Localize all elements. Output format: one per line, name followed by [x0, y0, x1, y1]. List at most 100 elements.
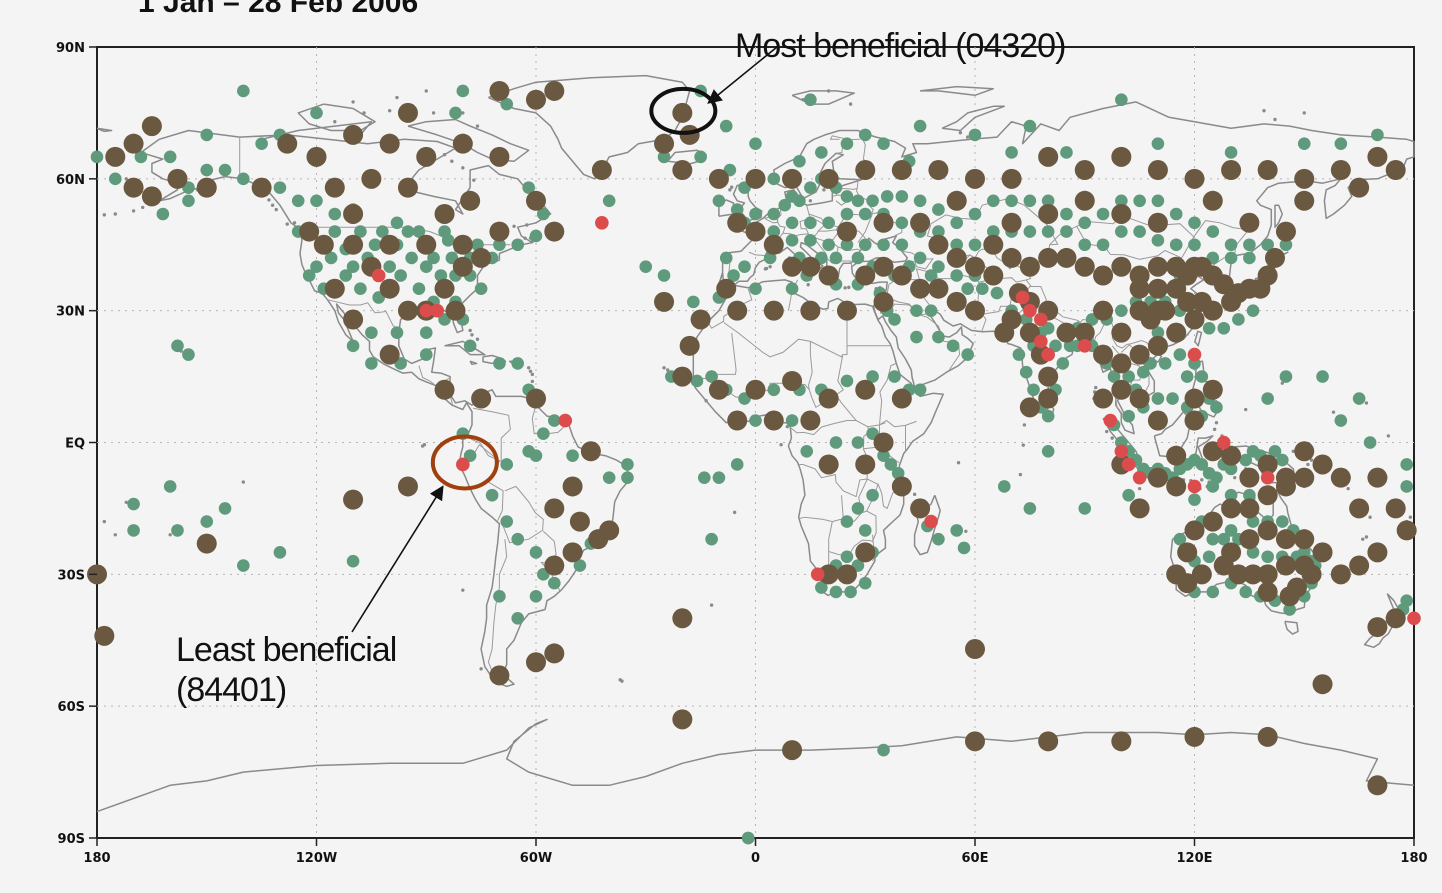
small-station-marker [1246, 515, 1260, 528]
country-border [835, 355, 844, 396]
small-station-marker [1115, 194, 1128, 208]
small-station-marker [1224, 488, 1238, 502]
small-station-marker [1115, 304, 1128, 317]
island-dot [1302, 111, 1306, 115]
large-station-marker [836, 221, 857, 242]
island-dot [1346, 486, 1350, 491]
island-dot [168, 533, 172, 537]
large-station-marker [460, 190, 481, 211]
small-station-marker [804, 216, 817, 230]
small-station-marker [1279, 238, 1293, 252]
large-station-marker [1147, 256, 1168, 277]
small-station-marker [1122, 370, 1135, 383]
large-station-marker [1257, 564, 1278, 585]
large-station-marker [343, 309, 364, 330]
small-station-marker [182, 194, 195, 208]
red-station-marker [595, 215, 609, 230]
island-dot [102, 519, 107, 524]
small-station-marker [1246, 546, 1260, 559]
small-station-marker [1268, 444, 1282, 458]
large-station-marker [1349, 177, 1370, 198]
small-station-marker [880, 190, 894, 203]
lon-tick-label: 0 [751, 851, 760, 866]
small-station-marker [200, 163, 214, 177]
island-dot [801, 98, 805, 102]
large-station-marker [1330, 160, 1351, 181]
coastline [1274, 204, 1284, 228]
large-station-marker [1147, 467, 1168, 488]
most-beneficial-arrow [707, 46, 778, 104]
large-station-marker [1177, 265, 1198, 286]
large-station-marker [123, 177, 144, 198]
large-station-marker [306, 146, 327, 167]
large-station-marker [1294, 529, 1315, 550]
large-station-marker [727, 410, 748, 431]
large-station-marker [379, 133, 400, 154]
small-station-marker [1243, 251, 1256, 265]
red-station-marker [1114, 444, 1129, 459]
small-station-marker [1060, 146, 1073, 159]
small-station-marker [968, 238, 982, 252]
small-station-marker [785, 234, 799, 247]
callouts [351, 46, 778, 633]
small-station-marker [1107, 370, 1121, 383]
small-station-marker [1400, 458, 1413, 471]
large-station-marker [763, 300, 784, 321]
island-dot [530, 372, 535, 377]
large-station-marker [928, 278, 949, 299]
small-station-marker [1078, 216, 1092, 230]
island-dot [431, 111, 436, 115]
large-station-marker [1349, 555, 1370, 576]
small-station-marker [767, 383, 781, 397]
large-station-marker [818, 388, 839, 409]
large-station-marker [1111, 353, 1132, 374]
small-station-marker [394, 269, 407, 282]
small-station-marker [968, 207, 982, 221]
small-station-marker [328, 207, 342, 221]
large-station-marker [324, 177, 345, 198]
red-station-marker [1187, 347, 1202, 362]
island-dot [1408, 515, 1413, 519]
large-station-marker [1385, 498, 1406, 519]
large-station-marker [1221, 160, 1242, 181]
small-station-marker [1224, 524, 1238, 537]
small-station-marker [1133, 225, 1146, 238]
large-station-marker [1129, 388, 1150, 409]
large-station-marker [1257, 726, 1278, 747]
large-station-marker [1111, 731, 1132, 752]
small-station-marker [800, 444, 814, 458]
large-station-marker [727, 212, 748, 233]
small-station-marker [339, 269, 353, 282]
small-station-marker [829, 585, 843, 599]
small-station-marker [793, 154, 806, 168]
island-dot [387, 109, 392, 113]
small-station-marker [346, 554, 360, 568]
large-station-marker [379, 344, 400, 365]
large-station-marker [946, 247, 967, 268]
small-station-marker [767, 172, 781, 186]
red-station-marker [924, 514, 938, 529]
large-station-marker [800, 300, 821, 321]
small-station-marker [218, 502, 232, 515]
coastline [444, 340, 486, 356]
large-station-marker [1129, 344, 1150, 365]
red-station-marker [419, 303, 434, 318]
island-dot [1233, 475, 1237, 480]
small-station-marker [1224, 462, 1238, 476]
small-station-marker [291, 194, 305, 208]
red-station-marker [1121, 457, 1136, 472]
large-station-marker [965, 731, 985, 752]
small-station-marker [1195, 458, 1209, 471]
island-dot [124, 500, 128, 504]
large-station-marker [672, 608, 693, 629]
small-station-marker [412, 282, 426, 295]
small-station-marker [1297, 137, 1311, 150]
island-dot [732, 510, 737, 515]
small-station-marker [346, 339, 360, 353]
small-station-marker [990, 286, 1004, 300]
small-station-marker [218, 163, 232, 177]
large-station-marker [434, 203, 455, 224]
island-dot [1364, 401, 1369, 405]
small-station-marker [705, 532, 718, 546]
large-station-marker [708, 168, 729, 189]
